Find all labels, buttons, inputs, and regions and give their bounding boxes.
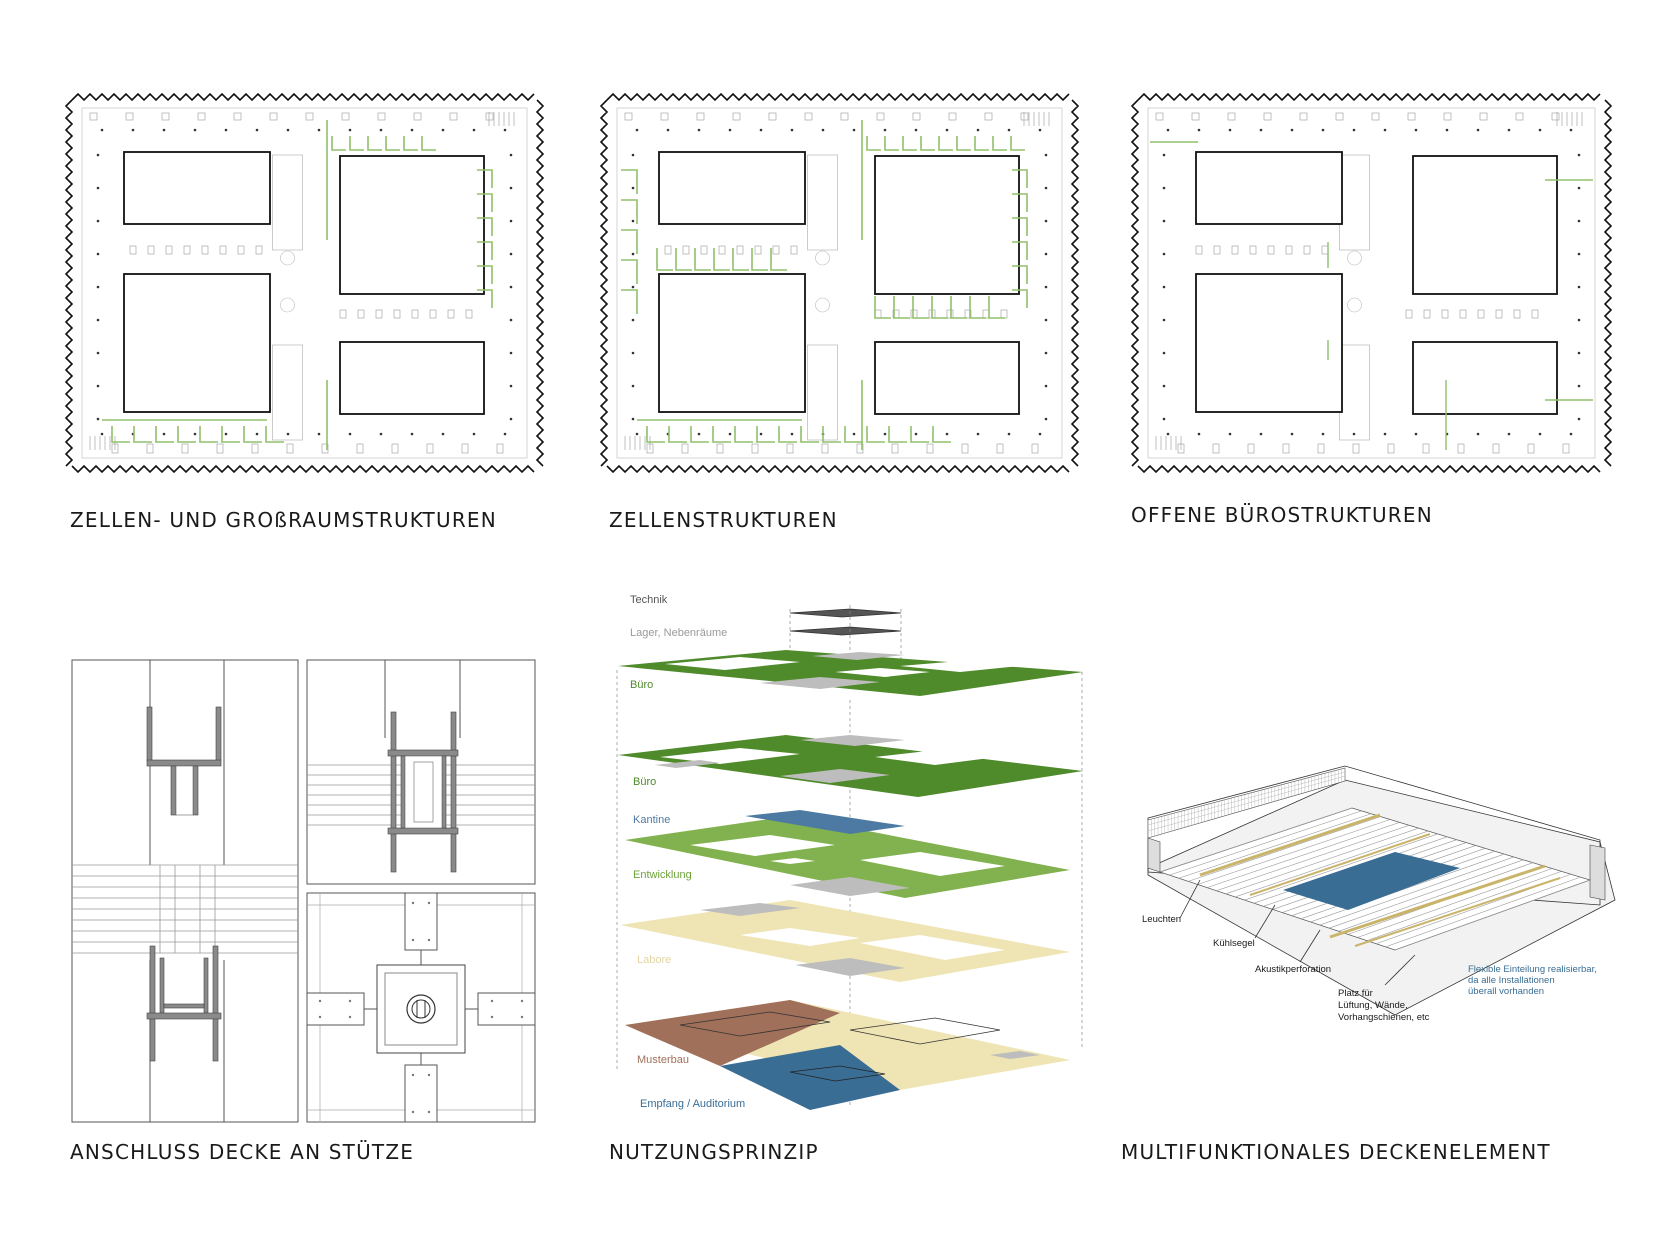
- note-leuchten: Leuchten: [1142, 914, 1182, 925]
- label-technik: Technik: [630, 594, 668, 606]
- note-kuehlsegel: Kühlsegel: [1213, 938, 1255, 949]
- label-buero-2: Büro: [633, 776, 657, 788]
- note-flexible: Flexible Einteilung realisierbar, da all…: [1468, 964, 1597, 997]
- note-platz-line3: Vorhangschienen, etc: [1338, 1012, 1430, 1023]
- floor-plan-2: [599, 92, 1080, 474]
- label-kantine: Kantine: [633, 814, 671, 826]
- note-platz-line2: Lüftung, Wände,: [1338, 1000, 1408, 1011]
- caption-column-detail: ANSCHLUSS DECKE AN STÜTZE: [70, 1140, 415, 1164]
- note-platz-line1: Platz für: [1338, 988, 1373, 999]
- label-buero-1: Büro: [630, 679, 654, 691]
- label-lager: Lager, Nebenräume: [630, 627, 728, 639]
- note-akustik: Akustikperforation: [1255, 964, 1332, 975]
- caption-usage: NUTZUNGSPRINZIP: [609, 1140, 819, 1164]
- caption-plan-open-office: OFFENE BÜROSTRUKTUREN: [1131, 503, 1433, 527]
- label-musterbau: Musterbau: [637, 1054, 689, 1066]
- caption-ceiling: MULTIFUNKTIONALES DECKENELEMENT: [1121, 1140, 1551, 1164]
- floor-plan-1: [64, 92, 545, 474]
- note-flexible-line1: Flexible Einteilung realisierbar,: [1468, 964, 1597, 975]
- label-entwicklung: Entwicklung: [633, 869, 692, 881]
- note-platz: Platz für Lüftung, Wände, Vorhangschiene…: [1338, 988, 1429, 1024]
- caption-plan-cells: ZELLENSTRUKTUREN: [609, 508, 838, 532]
- caption-plan-cells-open: ZELLEN- UND GROßRAUMSTRUKTUREN: [70, 508, 497, 532]
- label-labore: Labore: [637, 954, 672, 966]
- note-flexible-line2: da alle Installationen: [1468, 975, 1555, 986]
- label-empfang: Empfang / Auditorium: [640, 1098, 746, 1110]
- floor-plan-3: [1130, 92, 1613, 474]
- note-flexible-line3: überall vorhanden: [1468, 986, 1545, 997]
